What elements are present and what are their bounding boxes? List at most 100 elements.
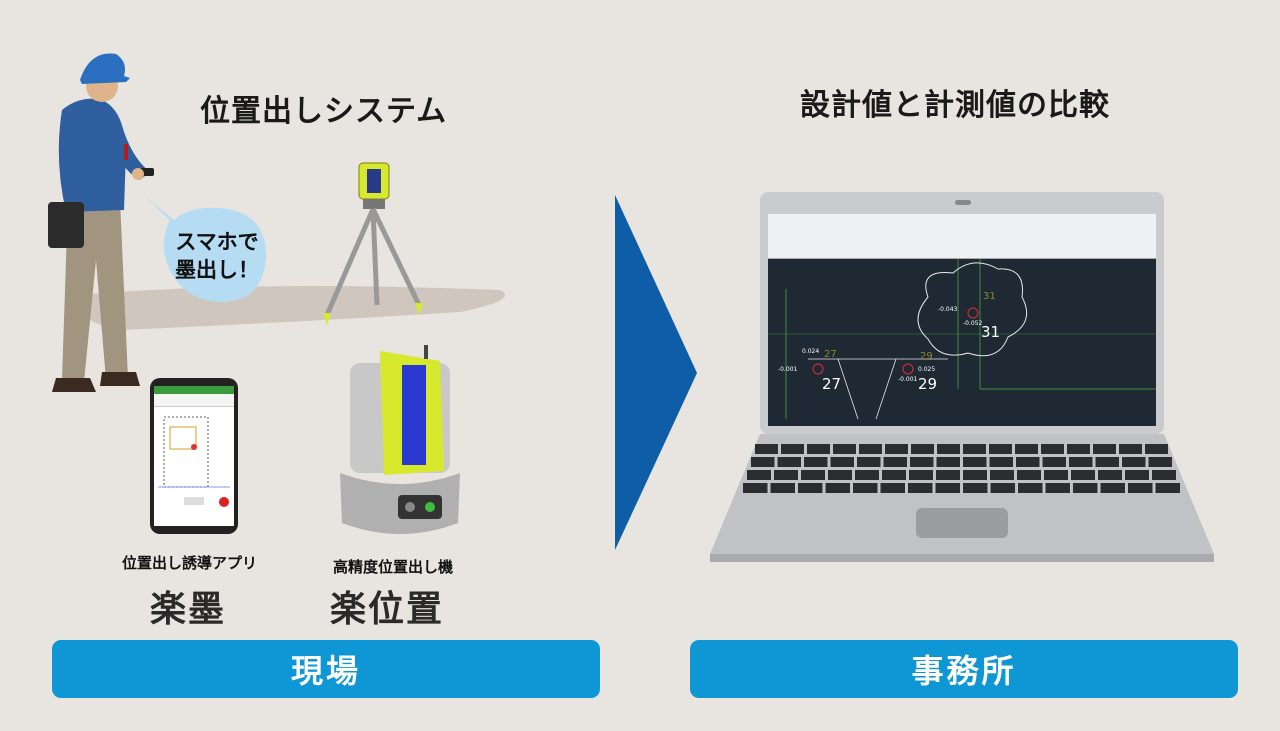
keyboard-key <box>770 483 795 493</box>
cad-point-29-offset-a: 0.025 <box>918 366 935 373</box>
laptop-lid: -0.043 -0.052 31 31 0.024 -0.001 27 27 0… <box>760 192 1164 434</box>
keyboard-key <box>1145 444 1168 454</box>
keyboard-key <box>989 457 1013 467</box>
keyboard-key <box>1017 470 1041 480</box>
cad-point-29-label: 29 <box>918 375 937 393</box>
keyboard-key <box>1069 457 1093 467</box>
keyboard-key <box>828 470 852 480</box>
keyboard-key <box>1128 483 1153 493</box>
cad-point-27-offset-a: 0.024 <box>802 348 819 355</box>
keyboard-key <box>825 483 850 493</box>
keyboard-key <box>963 457 987 467</box>
keyboard-key <box>755 444 778 454</box>
site-bar: 現場 <box>52 640 600 698</box>
keyboard-key <box>1016 457 1040 467</box>
keyboard-key <box>1093 444 1116 454</box>
keyboard-key <box>781 444 804 454</box>
speech-bubble-text: スマホで 墨出し！ <box>175 230 259 282</box>
keyboard-key <box>883 457 907 467</box>
keyboard-key <box>990 470 1014 480</box>
keyboard-key <box>1015 444 1038 454</box>
keyboard-key <box>908 483 933 493</box>
keyboard-key <box>909 470 933 480</box>
laptop-camera <box>955 200 971 205</box>
cad-screen: -0.043 -0.052 31 31 0.024 -0.001 27 27 0… <box>768 214 1156 426</box>
cad-point-31-offset-b: -0.052 <box>963 320 983 327</box>
cad-ribbon <box>768 214 1156 259</box>
app-logo: 楽墨 <box>150 588 227 630</box>
keyboard-key <box>937 444 960 454</box>
keyboard-key <box>798 483 823 493</box>
keyboard-key <box>855 470 879 480</box>
keyboard-key <box>989 444 1012 454</box>
keyboard-key <box>743 483 768 493</box>
phone-plan-drawing <box>158 416 230 507</box>
keyboard-key <box>911 444 934 454</box>
keyboard-key <box>804 457 828 467</box>
keyboard-key <box>1122 457 1146 467</box>
keyboard-key <box>1148 457 1172 467</box>
cad-point-29-offset-b: -0.001 <box>898 376 918 383</box>
app-caption: 位置出し誘導アプリ <box>122 554 258 572</box>
keyboard-key <box>1045 483 1070 493</box>
keyboard-key <box>1041 444 1064 454</box>
keyboard-key <box>1095 457 1119 467</box>
phone-screen <box>154 386 234 526</box>
keyboard-key <box>853 483 878 493</box>
cad-point-29-ghost: 29 <box>920 351 933 362</box>
keyboard-key <box>1042 457 1066 467</box>
keyboard-key <box>1018 483 1043 493</box>
tripod-instrument <box>323 162 423 325</box>
keyboard-key <box>807 444 830 454</box>
cad-point-31-offset-a: -0.043 <box>938 306 958 313</box>
keyboard-key <box>857 457 881 467</box>
keyboard-key <box>936 457 960 467</box>
keyboard-key <box>936 470 960 480</box>
worker-figure <box>48 53 154 392</box>
keyboard-key <box>1098 470 1122 480</box>
keyboard-key <box>830 457 854 467</box>
keyboard-key <box>882 470 906 480</box>
cad-point-27-offset-b: -0.001 <box>778 366 798 373</box>
cad-point-27-label: 27 <box>822 375 841 393</box>
keyboard-key <box>1044 470 1068 480</box>
right-title: 設計値と計測値の比較 <box>800 88 1110 123</box>
keyboard-key <box>774 470 798 480</box>
keyboard-key <box>1119 444 1142 454</box>
keyboard-key <box>1067 444 1090 454</box>
keyboard-key <box>990 483 1015 493</box>
cad-drawing: -0.043 -0.052 31 31 0.024 -0.001 27 27 0… <box>768 259 1156 420</box>
keyboard-key <box>1125 470 1149 480</box>
keyboard-key <box>1073 483 1098 493</box>
keyboard-key <box>1152 470 1176 480</box>
keyboard-key <box>1155 483 1180 493</box>
keyboard-key <box>859 444 882 454</box>
cad-point-31-ghost: 31 <box>983 291 996 302</box>
device-logo: 楽位置 <box>330 588 445 630</box>
keyboard-key <box>880 483 905 493</box>
keyboard-key <box>910 457 934 467</box>
flow-arrow <box>615 195 697 550</box>
keyboard-key <box>885 444 908 454</box>
left-title: 位置出しシステム <box>200 94 448 129</box>
positioning-device <box>340 345 460 534</box>
laptop-base <box>710 434 1214 562</box>
keyboard-key <box>777 457 801 467</box>
keyboard-key <box>747 470 771 480</box>
keyboard-key <box>1071 470 1095 480</box>
keyboard-key <box>963 444 986 454</box>
keyboard-key <box>833 444 856 454</box>
cad-point-31-label: 31 <box>981 323 1000 341</box>
office-bar: 事務所 <box>690 640 1238 698</box>
keyboard-key <box>801 470 825 480</box>
device-caption: 高精度位置出し機 <box>333 558 454 576</box>
keyboard-key <box>935 483 960 493</box>
speech-bubble-shape <box>144 196 266 302</box>
keyboard-key <box>1100 483 1125 493</box>
keyboard-key <box>963 483 988 493</box>
smartphone <box>150 378 238 534</box>
cad-point-27-ghost: 27 <box>824 349 837 360</box>
keyboard-key <box>751 457 775 467</box>
